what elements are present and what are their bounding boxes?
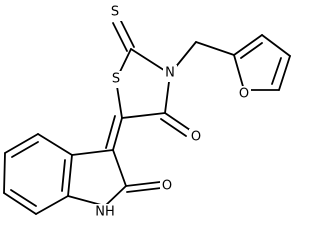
bond-carbonyl-2 xyxy=(160,118,187,137)
bond-c4-c3a xyxy=(37,133,73,156)
bond-ch2-furan xyxy=(195,41,235,56)
bond-furan-c5-c4-1 xyxy=(278,55,291,91)
bond-furan-c5-c4-2 xyxy=(271,57,282,85)
bond-furan-c3-c2-1 xyxy=(233,34,263,56)
bonds xyxy=(3,18,291,215)
bond-lactam-2 xyxy=(126,187,162,193)
bond-exo-double-2 xyxy=(105,115,116,149)
bond-lactam-1 xyxy=(125,181,161,187)
bond-c7a-c7 xyxy=(35,195,69,215)
bond-c3a-c7a-2 xyxy=(61,159,66,192)
bond-furan-c2-o xyxy=(233,54,245,91)
bond-thione-double-1 xyxy=(112,22,128,52)
atom-ring-nitrogen: N xyxy=(165,66,175,81)
bond-thione-double-2 xyxy=(119,18,135,48)
bond-c3a-c7a-1 xyxy=(67,154,73,197)
atom-labels: S S N O O O NH xyxy=(94,4,251,221)
bond-carbonyl-1 xyxy=(164,112,191,131)
bond-c5-c4-1 xyxy=(4,133,39,154)
bond-c7-c6-1 xyxy=(3,192,37,215)
atom-carbonyl-oxygen: O xyxy=(191,130,201,145)
bond-c3-c2 xyxy=(112,149,127,187)
atom-indole-nitrogen: NH xyxy=(95,205,115,220)
bond-c7-c6-2 xyxy=(10,189,37,207)
atom-lactam-oxygen: O xyxy=(162,179,172,194)
bond-furan-c4-c3 xyxy=(261,34,291,57)
bond-c6-c5 xyxy=(3,152,6,194)
bond-c3-c3a xyxy=(71,149,114,156)
atom-ring-sulfur: S xyxy=(112,72,120,87)
bond-c2-n1 xyxy=(104,185,127,207)
atom-furan-oxygen: O xyxy=(239,87,249,102)
atom-thione-sulfur: S xyxy=(111,5,119,20)
bond-furan-c3-c2-2 xyxy=(240,42,263,59)
molecule-diagram: S S N O O O NH xyxy=(3,4,291,221)
bond-exo-double-1 xyxy=(112,117,123,151)
bond-c5-c4-2 xyxy=(11,141,39,158)
bond-c5-c4 xyxy=(121,112,166,119)
